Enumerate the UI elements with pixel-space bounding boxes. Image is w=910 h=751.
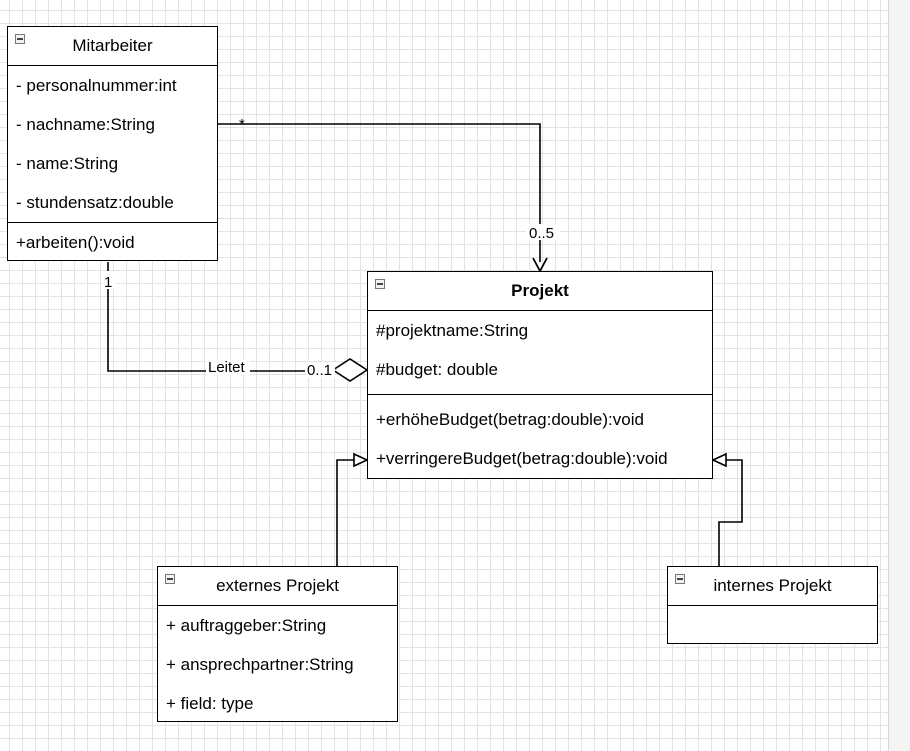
association-target-multiplicity: 0..5 <box>529 225 554 242</box>
association-source-multiplicity: * <box>239 116 245 133</box>
class-projekt-methods: +erhöheBudget(betrag:double):void +verri… <box>368 395 712 478</box>
method[interactable]: +arbeiten():void <box>16 233 135 252</box>
aggregation-source-multiplicity: 1 <box>104 274 112 291</box>
class-mitarbeiter-name: Mitarbeiter <box>72 36 153 55</box>
method[interactable]: +verringereBudget(betrag:double):void <box>376 449 668 468</box>
class-internes-projekt-name: internes Projekt <box>713 576 832 595</box>
class-internes-projekt-attributes <box>668 606 877 644</box>
aggregation-diamond <box>331 358 369 382</box>
collapse-icon[interactable] <box>165 574 175 584</box>
attribute[interactable]: + ansprechpartner:String <box>166 655 354 674</box>
class-mitarbeiter[interactable]: Mitarbeiter - personalnummer:int - nachn… <box>7 26 218 261</box>
class-internes-projekt-header[interactable]: internes Projekt <box>668 567 877 606</box>
attribute[interactable]: + field: type <box>166 694 254 713</box>
association-line[interactable] <box>218 123 541 262</box>
canvas-right-edge <box>888 0 910 751</box>
class-mitarbeiter-methods: +arbeiten():void <box>8 223 217 262</box>
class-projekt-name: Projekt <box>511 281 569 300</box>
aggregation-line[interactable] <box>107 262 333 372</box>
attribute[interactable]: - nachname:String <box>16 115 155 134</box>
generalization-arrow-externes <box>353 452 369 468</box>
attribute[interactable]: + auftraggeber:String <box>166 616 327 635</box>
attribute[interactable]: #projektname:String <box>376 321 529 340</box>
attribute[interactable]: - stundensatz:double <box>16 193 174 212</box>
attribute[interactable]: - name:String <box>16 154 119 173</box>
class-externes-projekt[interactable]: externes Projekt + auftraggeber:String +… <box>157 566 398 722</box>
collapse-icon[interactable] <box>15 34 25 44</box>
class-projekt-attributes: #projektname:String #budget: double <box>368 311 712 395</box>
method[interactable]: +erhöheBudget(betrag:double):void <box>376 410 644 429</box>
class-projekt-header[interactable]: Projekt <box>368 272 712 311</box>
collapse-icon[interactable] <box>375 279 385 289</box>
attribute[interactable]: - personalnummer:int <box>16 76 177 95</box>
attribute[interactable]: #budget: double <box>376 360 498 379</box>
class-mitarbeiter-attributes: - personalnummer:int - nachname:String -… <box>8 66 217 223</box>
class-mitarbeiter-header[interactable]: Mitarbeiter <box>8 27 217 66</box>
class-projekt[interactable]: Projekt #projektname:String #budget: dou… <box>367 271 713 479</box>
class-internes-projekt[interactable]: internes Projekt <box>667 566 878 644</box>
generalization-line-externes[interactable] <box>336 459 354 566</box>
aggregation-target-multiplicity: 0..1 <box>307 362 332 379</box>
class-externes-projekt-name: externes Projekt <box>216 576 339 595</box>
class-externes-projekt-header[interactable]: externes Projekt <box>158 567 397 606</box>
aggregation-name-label: Leitet <box>208 359 246 376</box>
collapse-icon[interactable] <box>675 574 685 584</box>
generalization-line-internes[interactable] <box>718 459 743 566</box>
class-externes-projekt-attributes: + auftraggeber:String + ansprechpartner:… <box>158 606 397 723</box>
generalization-arrow-internes <box>711 452 727 468</box>
